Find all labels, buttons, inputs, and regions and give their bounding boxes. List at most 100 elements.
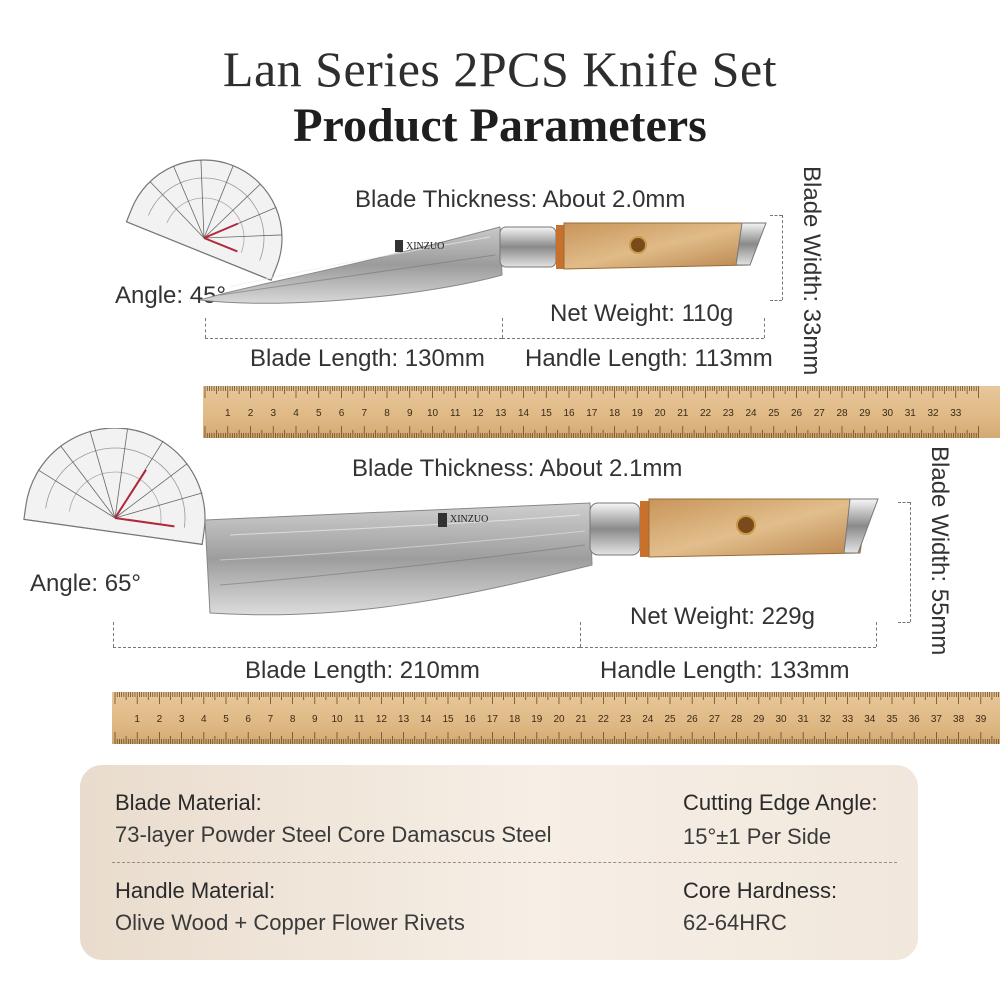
ruler-number: 19 xyxy=(531,714,543,725)
knife1-width-tick-bottom xyxy=(770,300,782,301)
knife2-protractor-icon xyxy=(23,428,206,546)
ruler-number: 3 xyxy=(179,714,185,725)
knife2-blade-length-tick-left xyxy=(113,622,114,647)
knife2-image: XINZUO xyxy=(204,498,879,616)
knife1-width-line xyxy=(782,215,783,300)
ruler-number: 9 xyxy=(407,408,413,419)
ruler-number: 26 xyxy=(687,714,699,725)
ruler-number: 29 xyxy=(859,408,871,419)
ruler-number: 32 xyxy=(820,714,832,725)
knife2-width-tick-top xyxy=(898,502,910,503)
ruler-number: 15 xyxy=(442,714,454,725)
ruler-number: 27 xyxy=(814,408,826,419)
knife1-brand: XINZUO xyxy=(406,241,444,252)
ruler-number: 31 xyxy=(905,408,917,419)
knife2-width-tick-bottom xyxy=(898,622,910,623)
knife1-width-tick-top xyxy=(770,215,782,216)
ruler-number: 22 xyxy=(598,714,610,725)
ruler-number: 21 xyxy=(576,714,588,725)
ruler-number: 16 xyxy=(563,408,575,419)
core-hardness-value: 62-64HRC xyxy=(683,910,787,935)
handle-material-value: Olive Wood + Copper Flower Rivets xyxy=(115,910,465,935)
ruler-number: 14 xyxy=(518,408,530,419)
knife2-blade-thickness: Blade Thickness: About 2.1mm xyxy=(352,455,683,482)
knife1-blade-length-tick-left xyxy=(205,318,206,338)
blade-material-value: 73-layer Powder Steel Core Damascus Stee… xyxy=(115,822,552,847)
ruler-number: 33 xyxy=(842,714,854,725)
knife1-blade-length: Blade Length: 130mm xyxy=(250,345,485,372)
ruler-number: 32 xyxy=(927,408,939,419)
ruler-number: 5 xyxy=(223,714,229,725)
ruler-number: 18 xyxy=(509,714,521,725)
ruler-number: 13 xyxy=(398,714,410,725)
ruler-number: 6 xyxy=(245,714,251,725)
ruler-number: 17 xyxy=(586,408,598,419)
ruler-number: 8 xyxy=(384,408,390,419)
ruler-number: 14 xyxy=(420,714,432,725)
ruler-number: 37 xyxy=(931,714,943,725)
ruler-number: 5 xyxy=(316,408,322,419)
ruler-number: 24 xyxy=(745,408,757,419)
ruler-number: 19 xyxy=(632,408,644,419)
ruler-number: 1 xyxy=(134,714,140,725)
knife1-blade-thickness: Blade Thickness: About 2.0mm xyxy=(355,186,686,213)
ruler-number: 35 xyxy=(886,714,898,725)
knife2-blade-width: Blade Width: 55mm xyxy=(926,446,953,656)
knife1-blade-width: Blade Width: 33mm xyxy=(798,166,825,376)
ruler-number: 28 xyxy=(836,408,848,419)
ruler-number: 20 xyxy=(654,408,666,419)
ruler-number: 7 xyxy=(268,714,274,725)
ruler-number: 30 xyxy=(775,714,787,725)
ruler-number: 7 xyxy=(361,408,367,419)
knife2-width-line xyxy=(910,502,911,622)
ruler-number: 1 xyxy=(225,408,231,419)
product-title: Lan Series 2PCS Knife Set xyxy=(222,41,778,97)
ruler-number: 10 xyxy=(427,408,439,419)
knife1-image: XINZUO xyxy=(199,222,767,304)
knife1-net-weight: Net Weight: 110g xyxy=(550,300,734,327)
ruler-number: 4 xyxy=(201,714,207,725)
core-hardness-label: Core Hardness: xyxy=(683,878,838,903)
knife1-angle: Angle: 45° xyxy=(115,282,227,309)
ruler-number: 11 xyxy=(450,408,461,419)
ruler-number: 3 xyxy=(270,408,276,419)
cutting-angle-label: Cutting Edge Angle: xyxy=(683,790,878,815)
knife2-handle-length-line xyxy=(580,647,876,648)
knife2-handle-length-tick xyxy=(876,622,877,647)
ruler-number: 12 xyxy=(472,408,484,419)
ruler-number: 4 xyxy=(293,408,299,419)
blade-material-label: Blade Material: xyxy=(115,790,262,815)
ruler-number: 36 xyxy=(909,714,921,725)
ruler-number: 24 xyxy=(642,714,654,725)
knife2-angle: Angle: 65° xyxy=(30,570,142,597)
ruler-number: 9 xyxy=(312,714,318,725)
ruler-number: 38 xyxy=(953,714,965,725)
spec-divider xyxy=(112,862,897,863)
knife2-blade-length-line xyxy=(113,647,580,648)
ruler-number: 22 xyxy=(700,408,712,419)
knife1-handle-length-line xyxy=(502,338,764,339)
ruler-number: 26 xyxy=(791,408,803,419)
ruler-number: 27 xyxy=(709,714,721,725)
knife1-blade-length-line xyxy=(205,338,502,339)
ruler-number: 8 xyxy=(290,714,296,725)
knife1-protractor-icon xyxy=(125,159,283,281)
ruler-number: 25 xyxy=(664,714,676,725)
knife1-blade-length-tick-right xyxy=(502,318,503,338)
ruler-number: 30 xyxy=(882,408,894,419)
ruler-number: 10 xyxy=(331,714,343,725)
ruler-number: 34 xyxy=(864,714,876,725)
knife2-blade-length-tick-right xyxy=(580,622,581,647)
ruler-number: 25 xyxy=(768,408,780,419)
knife2-handle-length: Handle Length: 133mm xyxy=(600,657,850,684)
knife2-blade-length: Blade Length: 210mm xyxy=(245,657,480,684)
ruler-number: 17 xyxy=(487,714,499,725)
ruler-number: 28 xyxy=(731,714,743,725)
ruler-number: 11 xyxy=(354,714,365,725)
ruler-number: 12 xyxy=(376,714,388,725)
ruler-number: 39 xyxy=(975,714,987,725)
knife1-handle-length: Handle Length: 113mm xyxy=(525,345,773,372)
